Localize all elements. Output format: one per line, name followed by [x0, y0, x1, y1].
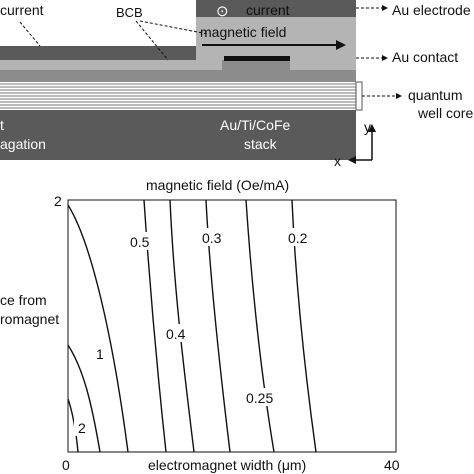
current-symbol-icon: ⊙	[216, 3, 229, 20]
contour-label-2: 2	[78, 420, 86, 436]
current-top-label: current	[246, 2, 290, 18]
au-contact-strip	[224, 56, 290, 61]
axis-y-label: y	[364, 119, 371, 135]
x-tick-label-40: 40	[384, 457, 400, 473]
y-tick-label: 2	[54, 193, 62, 209]
contour-lines	[67, 199, 317, 453]
quantum-well-label-2: well core	[417, 105, 473, 121]
x-axis-label: electromagnet width (μm)	[148, 457, 306, 473]
contour-label-0.5: 0.5	[130, 234, 150, 250]
axis-x-label: x	[334, 153, 341, 169]
au-electrode-label: Au electrode	[392, 2, 471, 18]
contour-line-2	[67, 398, 79, 453]
contour-label-0.25: 0.25	[246, 390, 273, 406]
au-contact-label: Au contact	[392, 49, 458, 65]
contour-line-0.5	[143, 199, 167, 453]
quantum-well-label-1: quantum	[408, 87, 462, 103]
contour-label-0.3: 0.3	[202, 230, 222, 246]
magnetic-field-arrowhead	[336, 40, 346, 50]
y-axis-label-2: romagnet	[0, 311, 59, 327]
current-strip-left	[0, 46, 196, 60]
contour-label-0.2: 0.2	[288, 230, 308, 246]
substrate-layer	[0, 110, 356, 160]
quantum-well-edge	[355, 81, 363, 111]
bcb-label: BCB	[116, 5, 143, 20]
propagation-label-1: t	[0, 117, 4, 133]
upper-light-layer	[0, 60, 222, 70]
leader-arrow-contact	[382, 55, 388, 61]
contour-line-1	[67, 344, 101, 453]
leader-arrow-quantum	[396, 93, 402, 99]
plot-frame	[67, 199, 397, 453]
quantum-well-stripes	[0, 83, 358, 109]
au-electrode-layer	[196, 0, 356, 17]
coordinate-axes	[354, 130, 373, 161]
contour-line-far-left	[67, 204, 129, 453]
contour-label-backgrounds	[74, 228, 312, 436]
stack-label-1: Au/Ti/CoFe	[220, 117, 290, 133]
leader-lines	[19, 7, 396, 97]
x-axis-arrowhead	[348, 156, 356, 164]
contour-line-0.25	[245, 199, 275, 453]
propagation-label-2: agation	[0, 136, 46, 152]
device-cross-section: ⊙ current current BCB magnetic field Au …	[0, 0, 473, 169]
contour-label-0.4: 0.4	[166, 326, 186, 342]
leader-arrow-electrode	[382, 5, 388, 11]
plot-title: magnetic field (Oe/mA)	[146, 177, 289, 193]
contact-step-left	[222, 60, 290, 70]
x-tick-label-0: 0	[62, 457, 70, 473]
y-axis-arrowhead	[368, 124, 376, 132]
contour-plot: magnetic field (Oe/mA) 2 0 40 electromag…	[0, 177, 400, 473]
current-left-label: current	[0, 2, 44, 18]
contour-label-1: 1	[96, 346, 104, 362]
mid-gray-layer	[0, 70, 356, 82]
stack-label-2: stack	[244, 136, 278, 152]
y-axis-label-1: ce from	[0, 292, 47, 308]
magnetic-field-label: magnetic field	[200, 24, 286, 40]
